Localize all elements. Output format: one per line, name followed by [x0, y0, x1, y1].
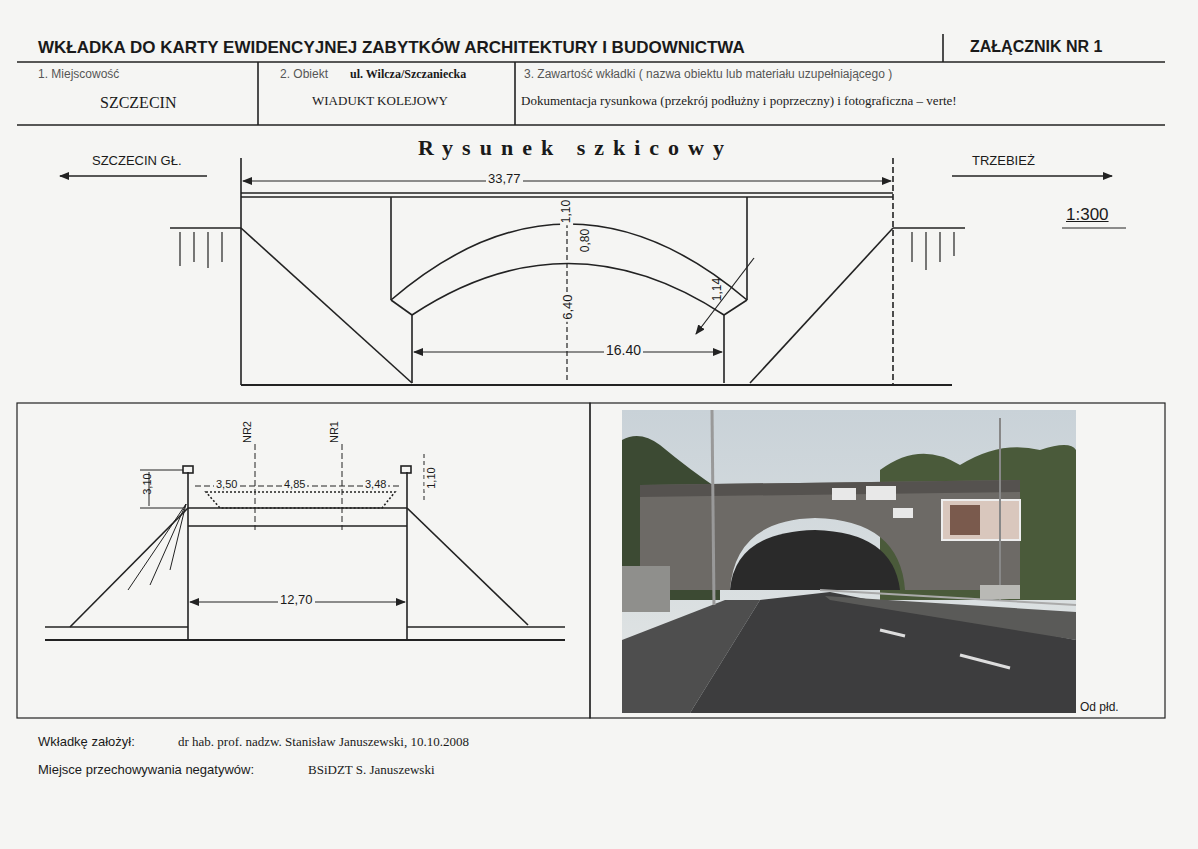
cell-text: WIADUKT KOLEJOWY	[312, 94, 448, 109]
header-cell: 3. Zawartość wkładki ( nazwa obiektu lub…	[515, 62, 1165, 125]
header-cell: 2. Obiekt ul. Wilcza/SzczanieckaWIADUKT K…	[258, 62, 515, 125]
header-cell: 1. MiejscowośćSZCZECIN	[17, 62, 258, 125]
cell-text: SZCZECIN	[100, 94, 176, 112]
cell-text: 3. Zawartość wkładki ( nazwa obiektu lub…	[524, 68, 892, 82]
scale-label: 1:300	[1066, 206, 1109, 225]
cell-text: 1. Miejscowość	[38, 68, 119, 82]
dimension: 0,80	[579, 227, 592, 254]
cell-text: 2. Obiekt	[280, 68, 328, 82]
dimension: 6,40	[561, 292, 575, 321]
footer-value: dr hab. prof. nadzw. Stanisław Januszews…	[178, 735, 469, 749]
dimension: 12,70	[278, 593, 315, 607]
sheet-title: WKŁADKA DO KARTY EWIDENCYJNEJ ZABYTKÓW A…	[38, 38, 745, 58]
dimension: 3,10	[141, 473, 153, 494]
dimension: 3,50	[214, 478, 239, 490]
direction-label: SZCZECIN GŁ.	[92, 154, 182, 168]
cell-text: ul. Wilcza/Szczaniecka	[350, 68, 466, 82]
rail-label: NR1	[328, 421, 340, 443]
drawing-title: Rysunek szkicowy	[418, 136, 733, 160]
cell-text: Dokumentacja rysunkowa (przekrój podłużn…	[521, 94, 957, 109]
dimension: 4,85	[282, 478, 307, 490]
dimension: 33,77	[486, 172, 523, 186]
photo-caption: Od płd.	[1080, 701, 1119, 714]
rail-label: NR2	[241, 421, 253, 443]
dimension: 3,48	[363, 478, 388, 490]
footer-label: Miejsce przechowywania negatywów:	[38, 763, 254, 777]
dimension: 16.40	[604, 343, 643, 358]
attachment-number: ZAŁĄCZNIK NR 1	[970, 38, 1102, 56]
dimension: 1,10	[560, 198, 573, 225]
dimension: 1,14	[711, 278, 724, 301]
footer-label: Wkładkę założył:	[38, 735, 135, 749]
direction-label: TRZEBIEŻ	[972, 154, 1035, 168]
dimension: 1,10	[425, 465, 437, 490]
footer-value: BSiDZT S. Januszewski	[308, 763, 435, 777]
